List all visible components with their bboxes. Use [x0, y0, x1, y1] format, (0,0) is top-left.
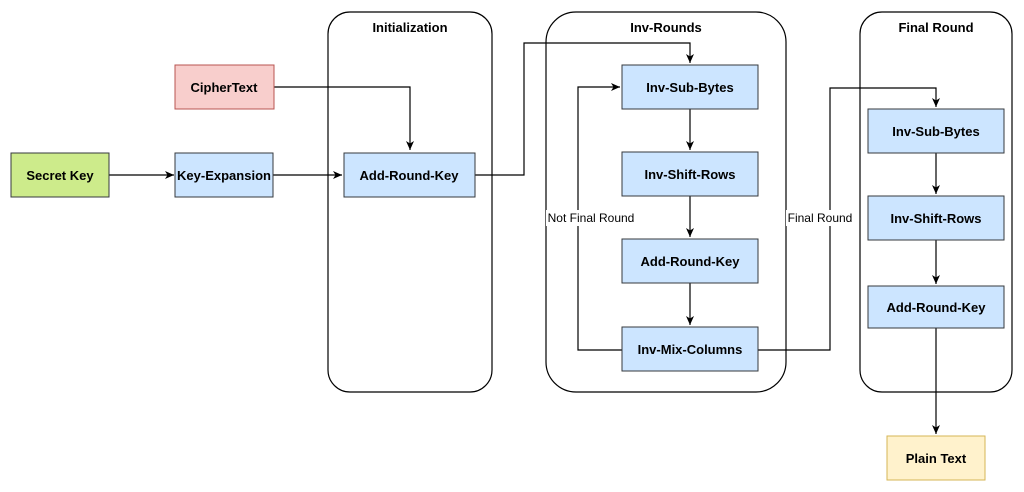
edge-to-final-round — [758, 87, 940, 351]
final-inv-sub-bytes-node: Inv-Sub-Bytes — [867, 108, 1005, 154]
key-expansion-label: Key-Expansion — [177, 168, 271, 183]
edge-label-final-round: Final Round — [786, 210, 856, 226]
final-round-title: Final Round — [898, 20, 973, 35]
secret-key-node: Secret Key — [10, 152, 110, 198]
inv-sub-bytes-label: Inv-Sub-Bytes — [646, 80, 733, 95]
edges — [109, 42, 940, 434]
initialization-container: Initialization — [327, 11, 493, 393]
add-round-key-rounds-node: Add-Round-Key — [621, 238, 759, 284]
final-inv-shift-rows-label: Inv-Shift-Rows — [891, 211, 982, 226]
final-add-round-key-node: Add-Round-Key — [867, 285, 1005, 329]
final-add-round-key-label: Add-Round-Key — [887, 300, 987, 315]
final-round-edge-label: Final Round — [788, 211, 853, 225]
add-round-key-init-node: Add-Round-Key — [343, 152, 476, 198]
inv-shift-rows-label: Inv-Shift-Rows — [645, 167, 736, 182]
key-expansion-node: Key-Expansion — [174, 152, 274, 198]
initialization-title: Initialization — [372, 20, 447, 35]
ciphertext-node: CipherText — [174, 64, 275, 110]
not-final-round-label: Not Final Round — [548, 211, 635, 225]
edge-label-not-final-round: Not Final Round — [546, 210, 636, 226]
inv-sub-bytes-node: Inv-Sub-Bytes — [621, 64, 759, 110]
inv-shift-rows-node: Inv-Shift-Rows — [621, 151, 759, 197]
ciphertext-label: CipherText — [191, 80, 259, 95]
inv-mix-columns-node: Inv-Mix-Columns — [621, 326, 759, 372]
final-inv-sub-bytes-label: Inv-Sub-Bytes — [892, 124, 979, 139]
plain-text-node: Plain Text — [886, 435, 986, 481]
final-inv-shift-rows-node: Inv-Shift-Rows — [867, 195, 1005, 241]
add-round-key-init-label: Add-Round-Key — [360, 168, 460, 183]
inv-mix-columns-label: Inv-Mix-Columns — [638, 342, 743, 357]
edge-init-to-inv-sub-bytes — [475, 42, 694, 176]
add-round-key-rounds-label: Add-Round-Key — [641, 254, 741, 269]
plain-text-label: Plain Text — [906, 451, 967, 466]
inv-rounds-title: Inv-Rounds — [630, 20, 702, 35]
edge-ciphertext-to-add-round-key — [274, 86, 414, 150]
secret-key-label: Secret Key — [26, 168, 94, 183]
